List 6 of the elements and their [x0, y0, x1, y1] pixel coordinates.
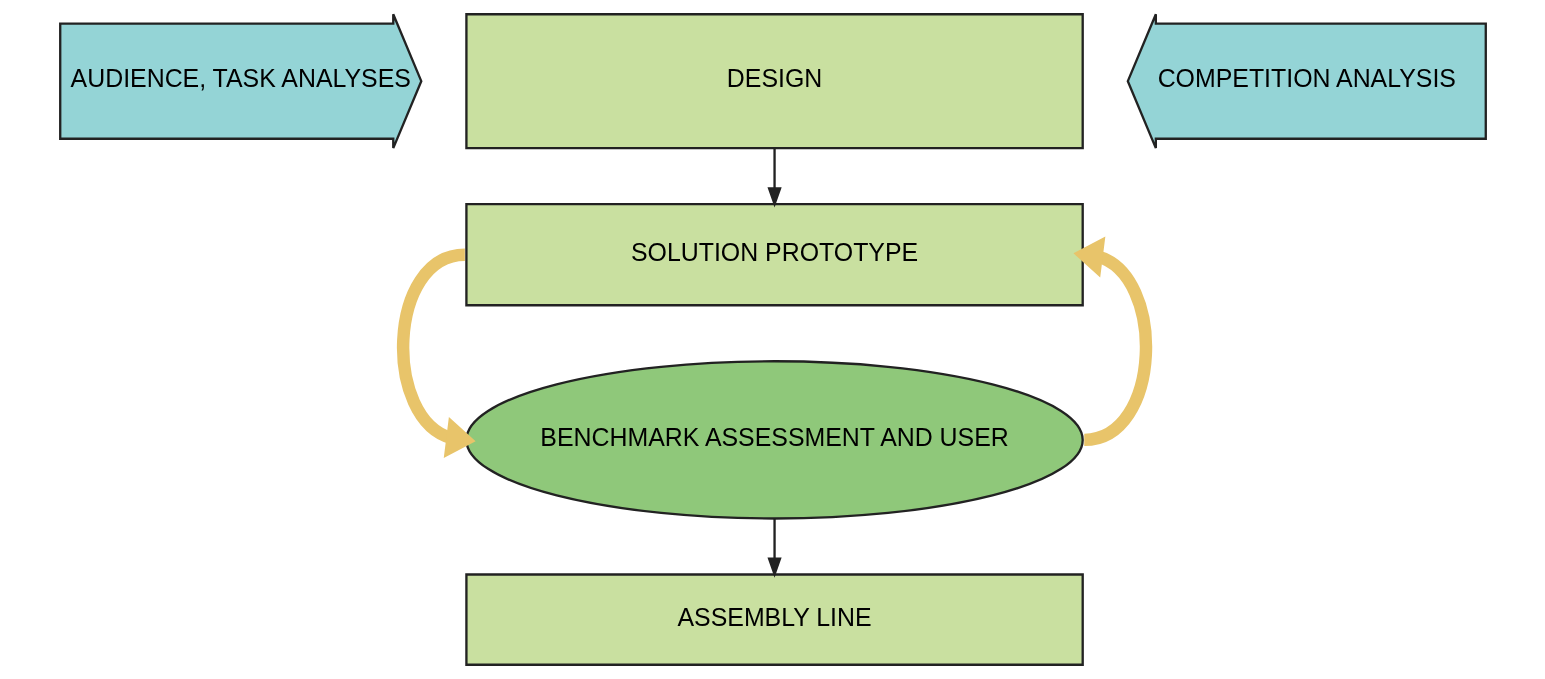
arrow — [766, 518, 782, 578]
node-box: DESIGN — [464, 13, 1084, 150]
node-ellipse: BENCHMARK ASSESSMENT AND USER — [464, 360, 1084, 520]
arrow — [766, 148, 782, 208]
node-box: ASSEMBLY LINE — [464, 573, 1084, 666]
node-box: SOLUTION PROTOTYPE — [464, 202, 1084, 307]
